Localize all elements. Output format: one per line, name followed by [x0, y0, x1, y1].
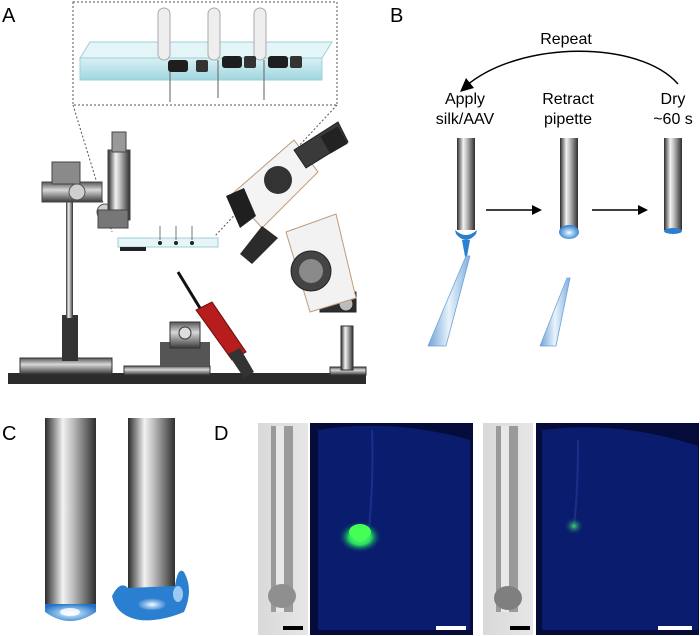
repeat-arrowhead: [460, 78, 474, 92]
step-1-label: Apply silk/AAV: [436, 91, 495, 128]
acrylic-block-top: [79, 41, 333, 59]
panel-d-letter: D: [214, 423, 228, 445]
panel-a: A: [2, 1, 367, 384]
repeat-label: Repeat: [540, 31, 592, 48]
scale-bar-1: [283, 626, 303, 630]
center-stand-foot: [123, 365, 211, 376]
base-plate: [8, 373, 366, 384]
panel-c: C: [2, 418, 189, 621]
step-3-label: Dry ~60 s: [653, 91, 693, 128]
scale-bar-3: [510, 626, 530, 630]
pipette-holder-bar: [117, 226, 219, 251]
inset-pipette-holders: [157, 7, 267, 102]
brain-slice-1: [310, 423, 473, 635]
step-3-line1: Dry: [661, 91, 686, 108]
micromanipulator: [41, 131, 131, 229]
panel-a-letter: A: [2, 5, 16, 27]
stereo-microscope: [226, 121, 357, 371]
repeat-arrow: [465, 50, 679, 87]
probe-step-1: [427, 138, 477, 347]
micrograph-2: [483, 423, 533, 635]
probe-step-2: [539, 138, 579, 347]
step-2-line1: Retract: [542, 91, 594, 108]
probe-c-left: [45, 418, 96, 621]
step-arrowhead-2: [638, 205, 648, 215]
micrograph-1: [258, 423, 308, 635]
step-arrowhead-1: [532, 205, 542, 215]
scale-bar-4: [658, 626, 692, 630]
left-post: [66, 200, 73, 318]
step-1-line2: silk/AAV: [436, 111, 495, 128]
head-holder: [160, 321, 210, 366]
left-post-base: [62, 315, 78, 361]
probe-c-right: [112, 418, 189, 621]
step-2-line2: pipette: [544, 111, 592, 128]
step-3-line2: ~60 s: [653, 111, 693, 128]
brain-slice-2: [536, 423, 699, 635]
panel-d: D: [214, 423, 699, 635]
panel-b: B Repeat Apply silk/AAV Retract pipette …: [390, 5, 693, 347]
step-2-label: Retract pipette: [542, 91, 594, 128]
panel-b-letter: B: [390, 5, 403, 27]
panel-c-letter: C: [2, 423, 16, 445]
scale-bar-2: [436, 626, 466, 630]
red-handle-tool: [176, 271, 254, 378]
inset-set-screws: [168, 56, 302, 72]
step-1-line1: Apply: [445, 91, 485, 108]
probe-step-3: [664, 138, 682, 234]
